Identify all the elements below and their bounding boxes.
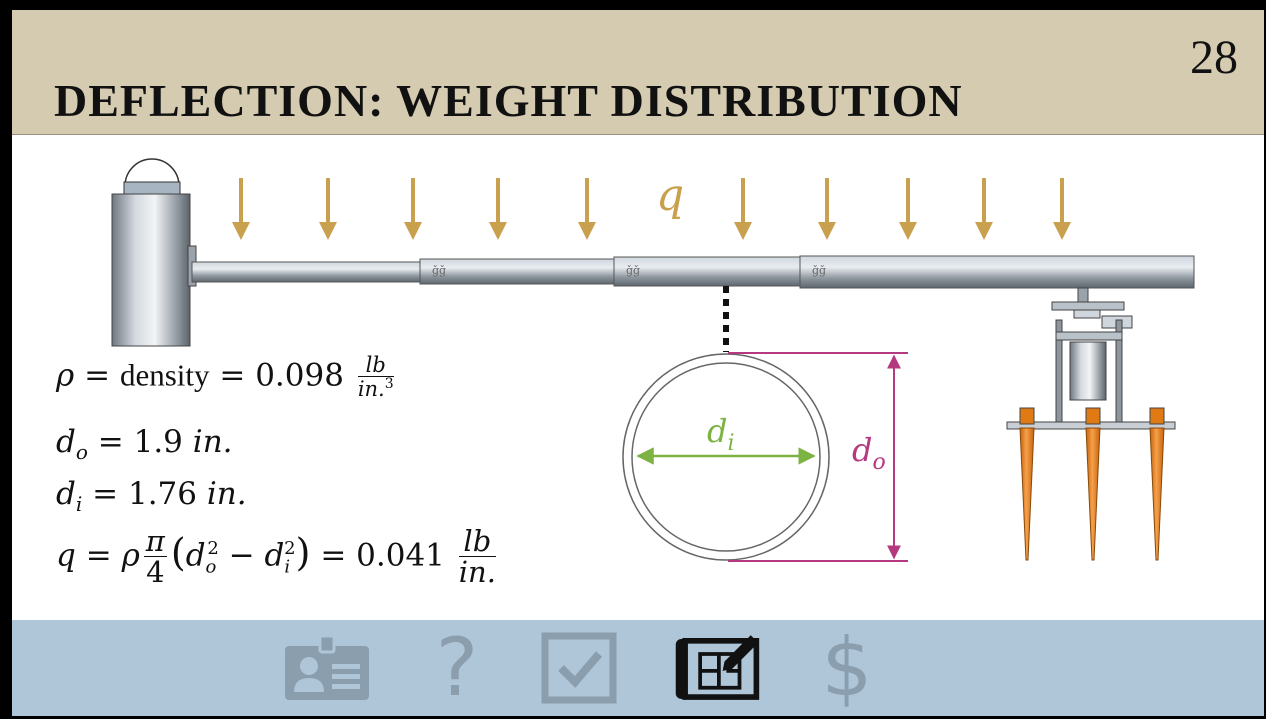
checkbox-icon[interactable] [534,632,624,704]
slide-title: DEFLECTION: WEIGHT DISTRIBUTION [54,75,963,126]
footer-nav: ? $ [12,620,1264,716]
hanging-bracket [1006,287,1176,430]
formula-inner-diameter: di = 1.76 in. [56,476,247,517]
load-arrow [975,178,993,240]
inner-diameter-label: di [707,412,735,456]
profile-card-icon[interactable] [282,632,372,704]
svg-text:ǧǧ: ǧǧ [812,264,826,277]
outer-diameter-label: do [852,431,886,475]
load-arrow [404,178,422,240]
load-arrow [899,178,917,240]
question-mark-glyph: ? [435,621,479,714]
slide-header: DEFLECTION: WEIGHT DISTRIBUTION 28 [12,10,1264,135]
mounting-post [111,158,197,347]
load-label-q: q [656,170,684,221]
ground-stakes [1019,427,1165,561]
load-arrow [578,178,596,240]
dollar-sign-icon[interactable]: $ [802,621,892,714]
pipe-cross-section [622,352,908,562]
beam: ǧǧ ǧǧ ǧǧ [191,255,1195,289]
load-arrow [818,178,836,240]
question-mark-icon[interactable]: ? [412,621,502,714]
load-arrow [232,178,250,240]
load-arrows [232,178,1071,240]
dollar-sign-glyph: $ [821,621,873,714]
load-arrow [1053,178,1071,240]
slide-content: q ǧǧ ǧǧ ǧǧ [12,134,1264,620]
load-arrow [319,178,337,240]
beam-diagram: q ǧǧ ǧǧ ǧǧ [111,158,1195,562]
formula-outer-diameter: do = 1.9 in. [56,424,233,465]
load-arrow [734,178,752,240]
slide-number: 28 [1190,31,1238,84]
load-arrow [489,178,507,240]
slide: DEFLECTION: WEIGHT DISTRIBUTION 28 [12,10,1264,716]
formula-density: ρ = density = 0.098 lb in.3 [56,353,394,402]
blueprint-icon[interactable] [672,632,762,704]
svg-text:ǧǧ: ǧǧ [626,264,640,277]
svg-text:ǧǧ: ǧǧ [432,264,446,277]
